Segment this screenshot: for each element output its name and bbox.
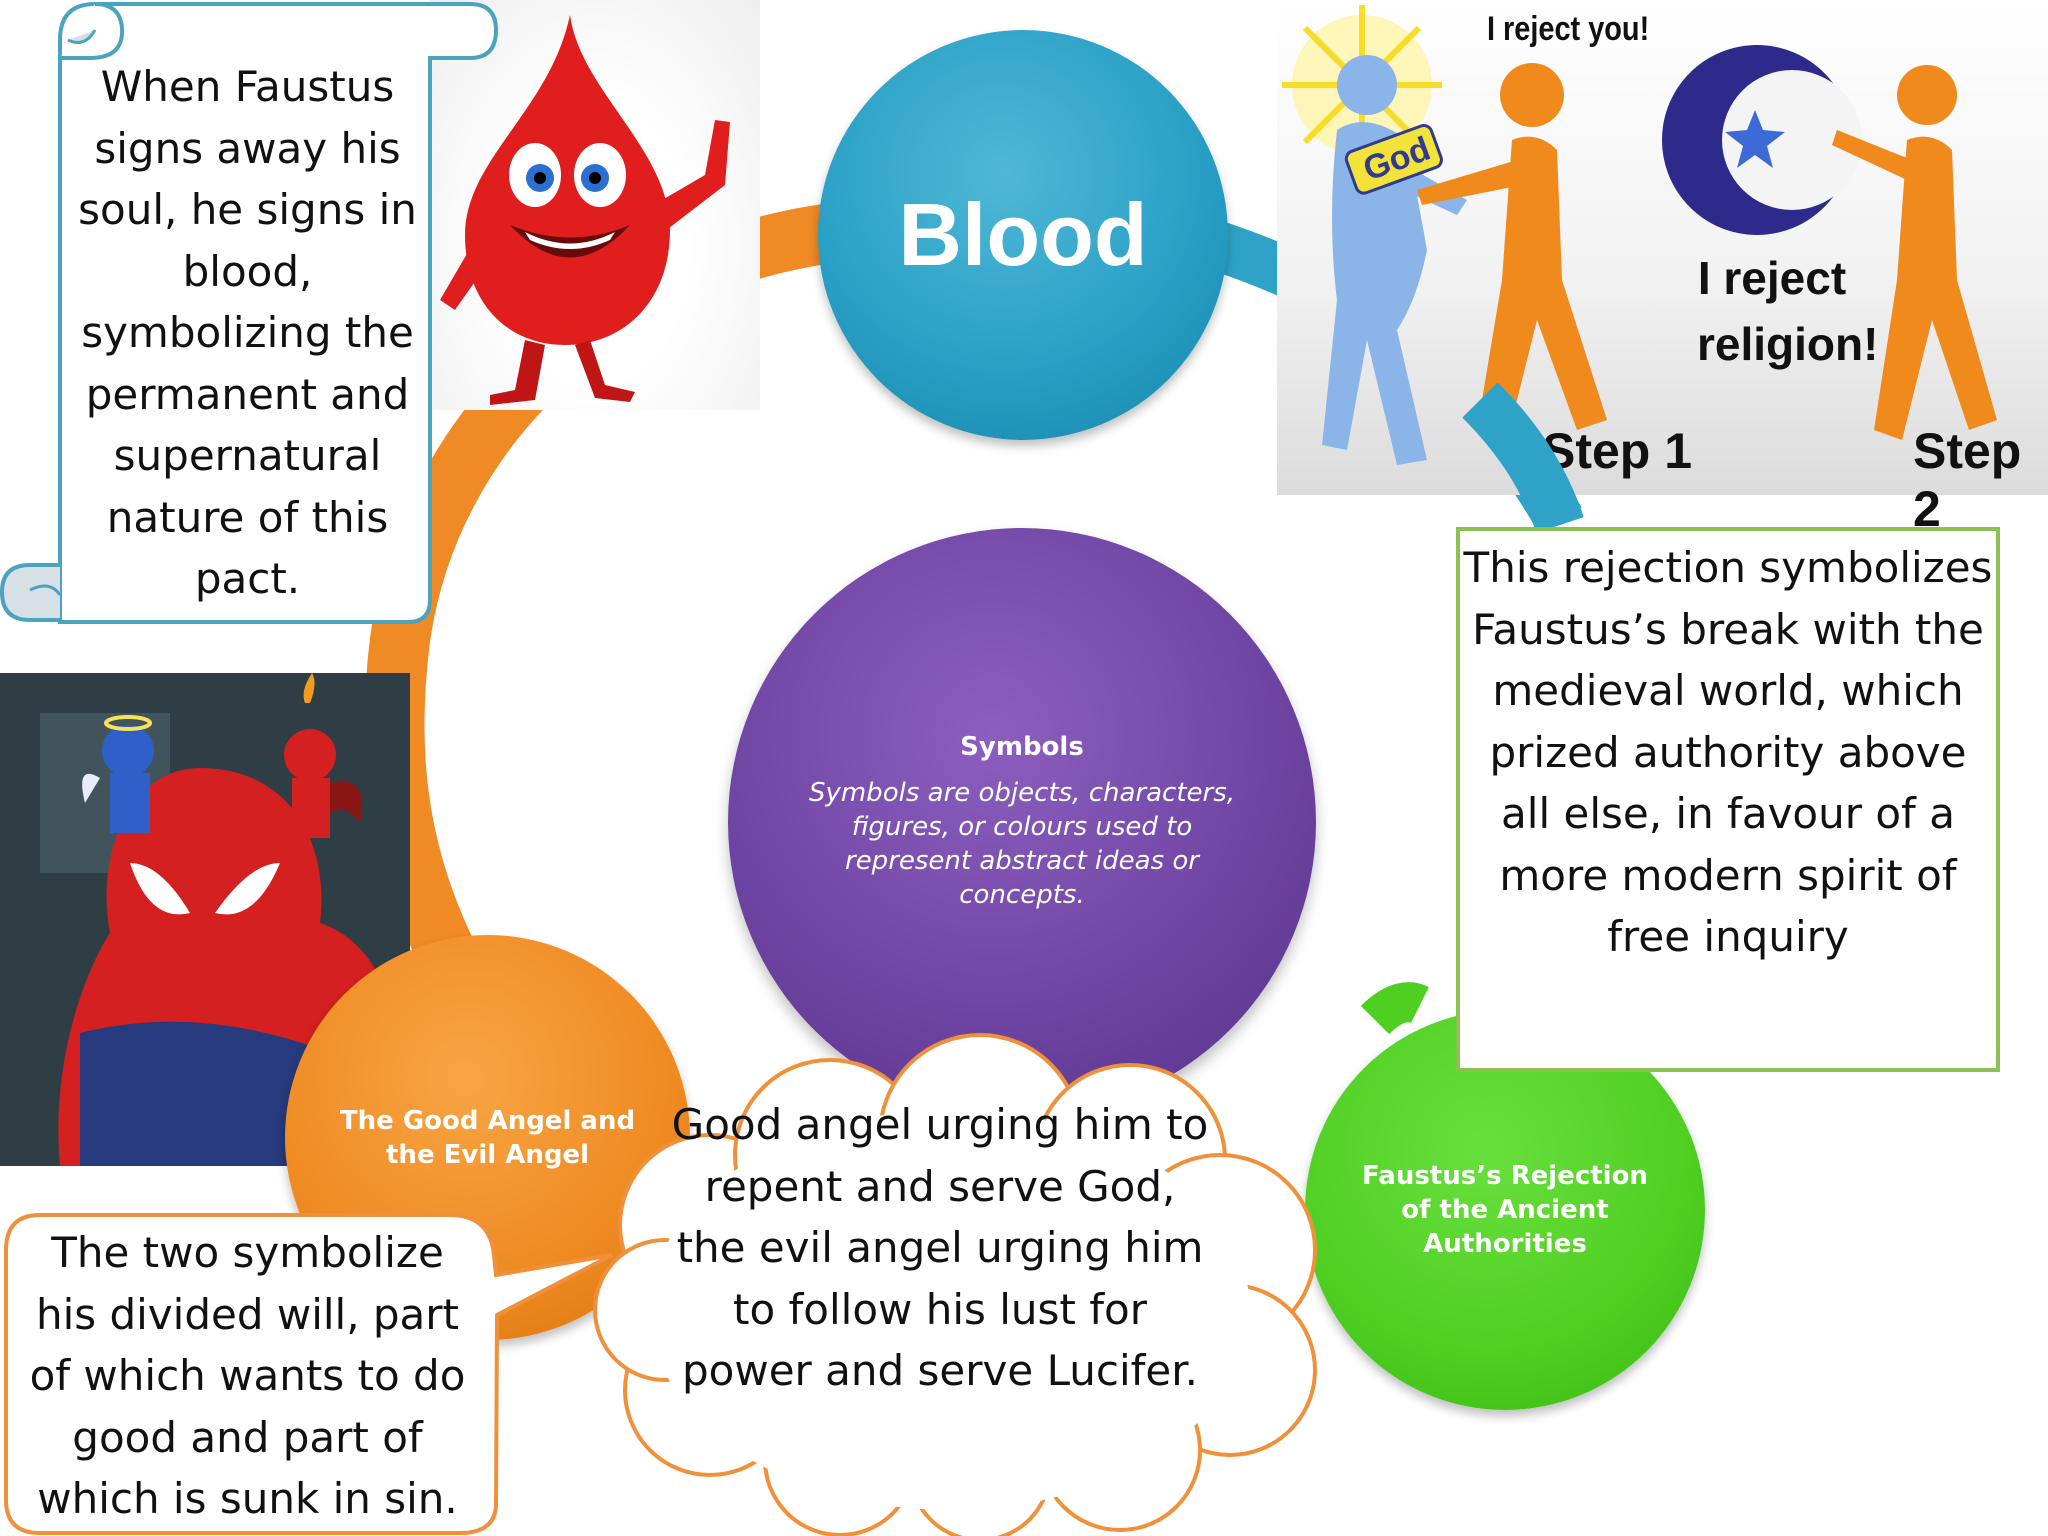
blood-drop-character [430,0,760,410]
rejection-illustration: God I reject you! I reject religion! Ste… [1277,0,2048,537]
step-1-label: Step 1 [1542,423,1693,479]
angels-cloud-text: Good angel urging him to repent and serv… [671,1100,1209,1395]
rejection-explanation-text: This rejection symbolizes Faustus’s brea… [1463,543,1993,961]
rejection-explanation-box: This rejection symbolizes Faustus’s brea… [1456,527,2000,1072]
center-title: Symbols [960,732,1084,762]
orange-figure-2 [1832,65,1997,440]
node-angels-label: The Good Angel and the Evil Angel [339,1105,636,1170]
node-blood-label: Blood [898,185,1148,284]
thought-cloud-shape [593,1033,1317,1536]
blood-drop-shape [465,15,670,345]
speech-bubble-shape [4,1213,613,1535]
green-arc [1360,982,1429,1035]
node-blood: Blood [818,30,1228,440]
center-description: Symbols are objects, characters, figures… [808,778,1236,910]
quote-reject-you: I reject you! [1487,10,1650,48]
scroll-callout-shape [0,2,499,624]
angels-bubble-text: The two symbolize his divided will, part… [29,1228,466,1523]
religion-symbol-icon [1662,45,1862,235]
node-rejection-label: Faustus’s Rejection of the Ancient Autho… [1362,1161,1648,1259]
node-symbols-center: Symbols Symbols are objects, characters,… [728,528,1316,1116]
blood-scroll-text: When Faustus signs away his soul, he sig… [78,62,417,603]
node-rejection: Faustus’s Rejection of the Ancient Autho… [1305,1010,1705,1410]
god-figure [1322,55,1467,465]
orange-figure-1 [1417,63,1607,440]
